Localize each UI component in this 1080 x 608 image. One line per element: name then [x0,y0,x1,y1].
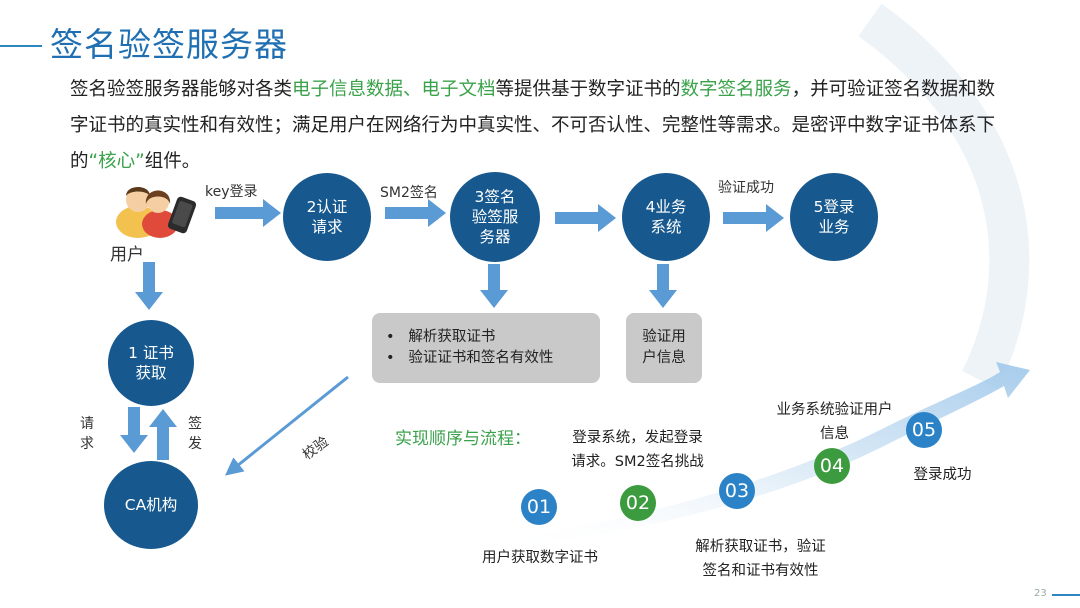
step-03-text: 解析获取证书，验证 签名和证书有效性 [695,539,826,579]
node-sign-verify-server: 3签名 验签服 务器 [450,172,540,262]
step-02-badge: 02 [620,485,656,521]
intro-highlight: 电子信息数据、电子文档 [292,79,496,100]
label-verify-ok: 验证成功 [718,180,774,196]
label-sm2-sign: SM2签名 [380,185,438,201]
step-03-badge: 03 [719,473,755,509]
arrow-verify-ok [723,204,784,232]
intro-text: 组件。 [144,151,201,172]
step-04-badge: 04 [814,448,850,484]
node-business-system: 4业务 系统 [622,173,710,261]
arrow-issue [149,409,177,460]
user-label: 用户 [110,245,144,265]
intro-text: 签名验签服务器能够对各类 [70,79,293,100]
arrow-server-down [480,264,508,308]
page-number: 23 [1034,588,1047,599]
arrow-to-business [555,204,616,232]
arrow-key-login [215,199,281,227]
label-request: 请 求 [80,416,94,452]
intro-text: ，并可验证签名数据和数字证书的真实性和有效性；满足用户在网络行为中真实性、不可否… [70,79,996,172]
page-number-accent [1052,594,1080,596]
label-issue: 签 发 [188,416,202,452]
arrow-business-down [649,264,677,308]
node-ca: CA机构 [104,461,198,549]
step-01-badge: 01 [521,489,557,525]
page-title: 签名验签服务器 [50,25,288,64]
title-accent-line [0,45,42,47]
server-task-item: • 验证证书和签名有效性 [386,350,554,366]
background-curve [858,3,1030,389]
node-auth-request: 2认证 请求 [283,173,371,261]
node-login-business: 5登录 业务 [790,173,878,261]
label-key-login: key登录 [205,184,258,200]
arrow-request [120,407,148,453]
business-verify-box: 验证用 户信息 [626,313,702,383]
step-01-text: 用户获取数字证书 [482,550,598,566]
node-cert-get: 1 证书 获取 [108,320,194,406]
arrow-sm2-sign [385,199,446,227]
step-05-text: 登录成功 [913,467,972,483]
intro-paragraph: 签名验签服务器能够对各类电子信息数据、电子文档等提供基于数字证书的数字签名服务，… [70,72,1000,180]
intro-highlight: “核心” [88,151,145,172]
step-02-text: 登录系统，发起登录 请求。SM2签名挑战 [571,430,704,470]
intro-text: 等提供基于数字证书的 [495,79,681,100]
arrow-user-down [135,262,163,310]
server-task-item: • 解析获取证书 [386,329,496,345]
arrow-check [224,375,349,476]
server-tasks-box: • 解析获取证书 • 验证证书和签名有效性 [372,313,600,383]
intro-highlight: 数字签名服务 [680,79,792,100]
step-05-badge: 05 [906,412,942,448]
step-04-text: 业务系统验证用户 信息 [776,402,893,442]
user-icon [116,187,197,238]
server-task-list: • 解析获取证书 • 验证证书和签名有效性 [386,327,553,369]
flow-title: 实现顺序与流程： [395,429,531,449]
